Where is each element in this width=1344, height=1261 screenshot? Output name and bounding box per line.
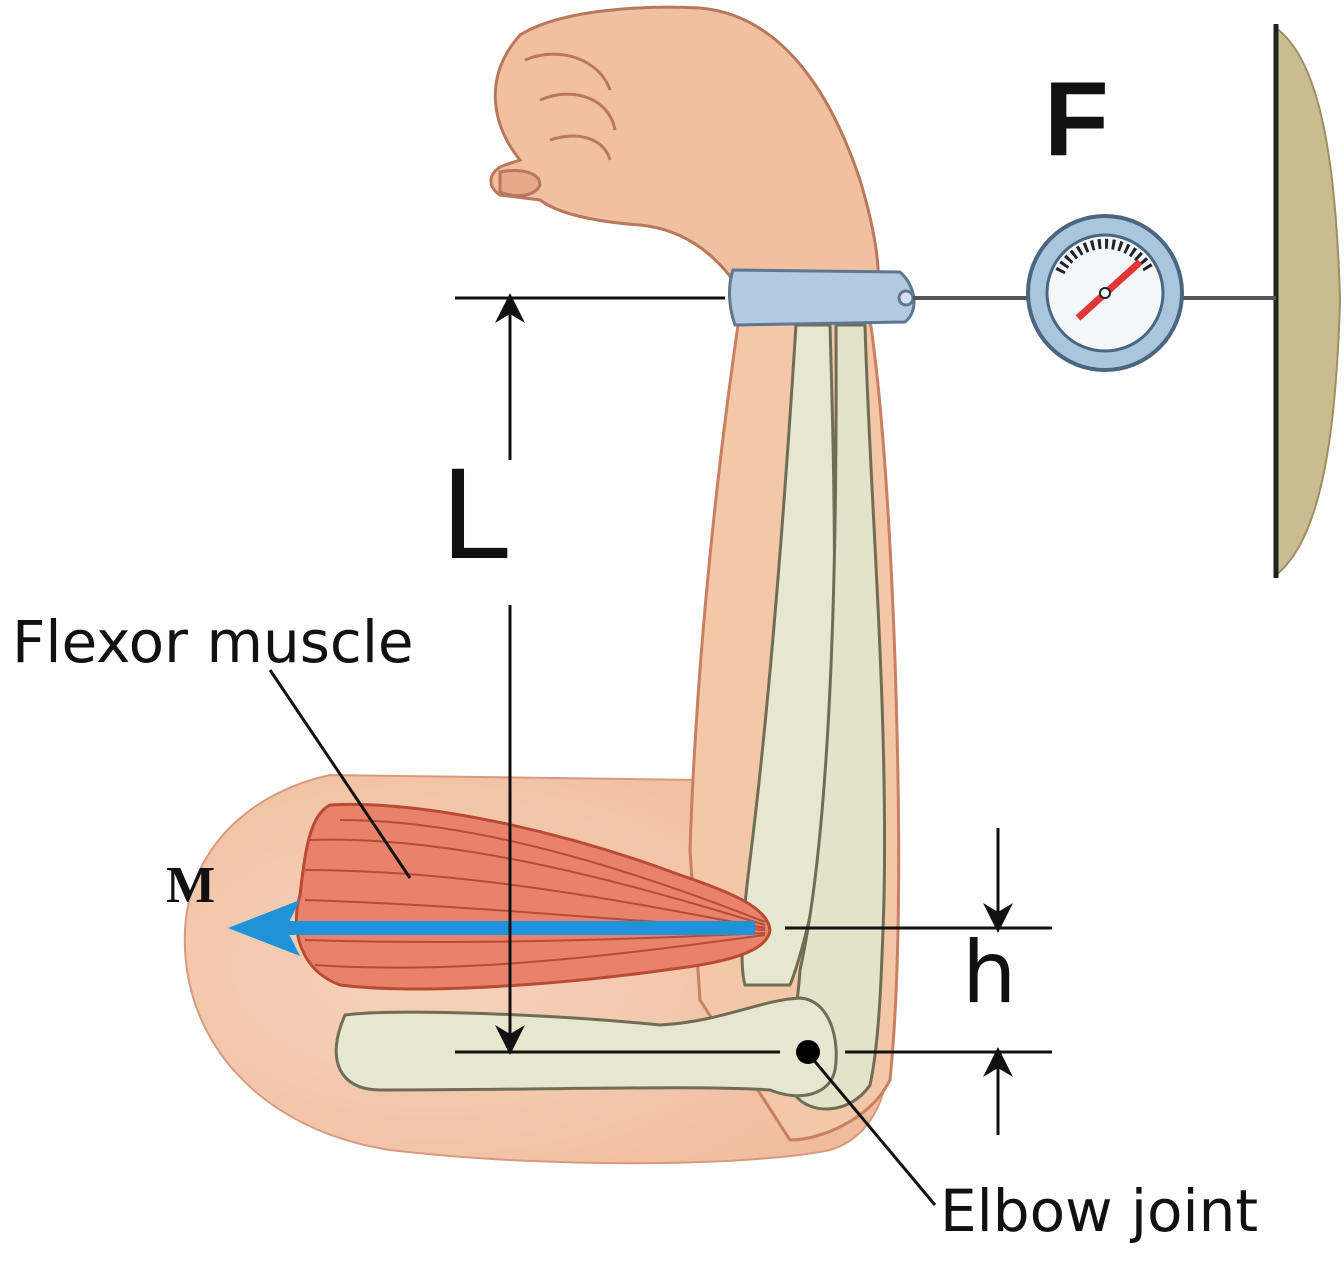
force-label: F bbox=[1044, 66, 1109, 172]
muscle-force-label: M bbox=[166, 860, 215, 912]
wrist-strap bbox=[729, 270, 1276, 325]
fist-icon bbox=[491, 7, 878, 290]
force-gauge-icon bbox=[1028, 216, 1182, 370]
wall bbox=[1276, 24, 1340, 578]
moment-arm-label: h bbox=[962, 930, 1017, 1016]
flexor-muscle-label: Flexor muscle bbox=[12, 613, 414, 671]
elbow-joint-label: Elbow joint bbox=[940, 1182, 1258, 1240]
length-label: L bbox=[440, 455, 508, 577]
